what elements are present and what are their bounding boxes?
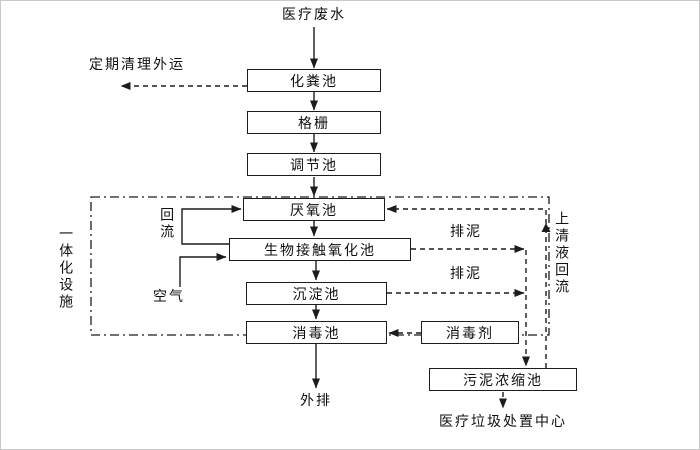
label-reflux: 回流 — [158, 207, 175, 241]
label-sludge-discharge-bottom: 排泥 — [450, 266, 482, 282]
box-regulating-tank: 调节池 — [247, 153, 381, 176]
box-disinfectant: 消毒剂 — [421, 321, 519, 344]
label-integrated-facility: 一体化设施 — [57, 226, 74, 311]
label-disposal-center: 医疗垃圾处置中心 — [439, 414, 567, 430]
label-supernatant-reflux: 上清液回流 — [553, 211, 570, 296]
box-sludge-thickening-tank: 污泥浓缩池 — [429, 368, 577, 391]
label-medical-wastewater: 医疗废水 — [282, 7, 346, 23]
label-sludge-discharge-top: 排泥 — [450, 224, 482, 240]
box-anaerobic-tank: 厌氧池 — [243, 198, 385, 221]
supernatant-up-arrowhead — [541, 223, 551, 232]
box-sedimentation-tank: 沉淀池 — [246, 282, 387, 305]
box-disinfection-tank: 消毒池 — [246, 321, 387, 344]
box-septic-tank: 化粪池 — [247, 69, 381, 92]
box-screen: 格栅 — [247, 111, 381, 134]
arrow-supernatant-reflux — [386, 205, 547, 368]
box-bio-contact-oxidation-tank: 生物接触氧化池 — [229, 238, 411, 261]
label-effluent: 外排 — [300, 393, 332, 409]
arrow-air-to-bio — [179, 253, 227, 287]
arrow-reflux-bio-to-anaerobic — [181, 205, 242, 245]
label-air: 空气 — [153, 289, 185, 305]
label-periodic-cleanout: 定期清理外运 — [89, 57, 185, 73]
